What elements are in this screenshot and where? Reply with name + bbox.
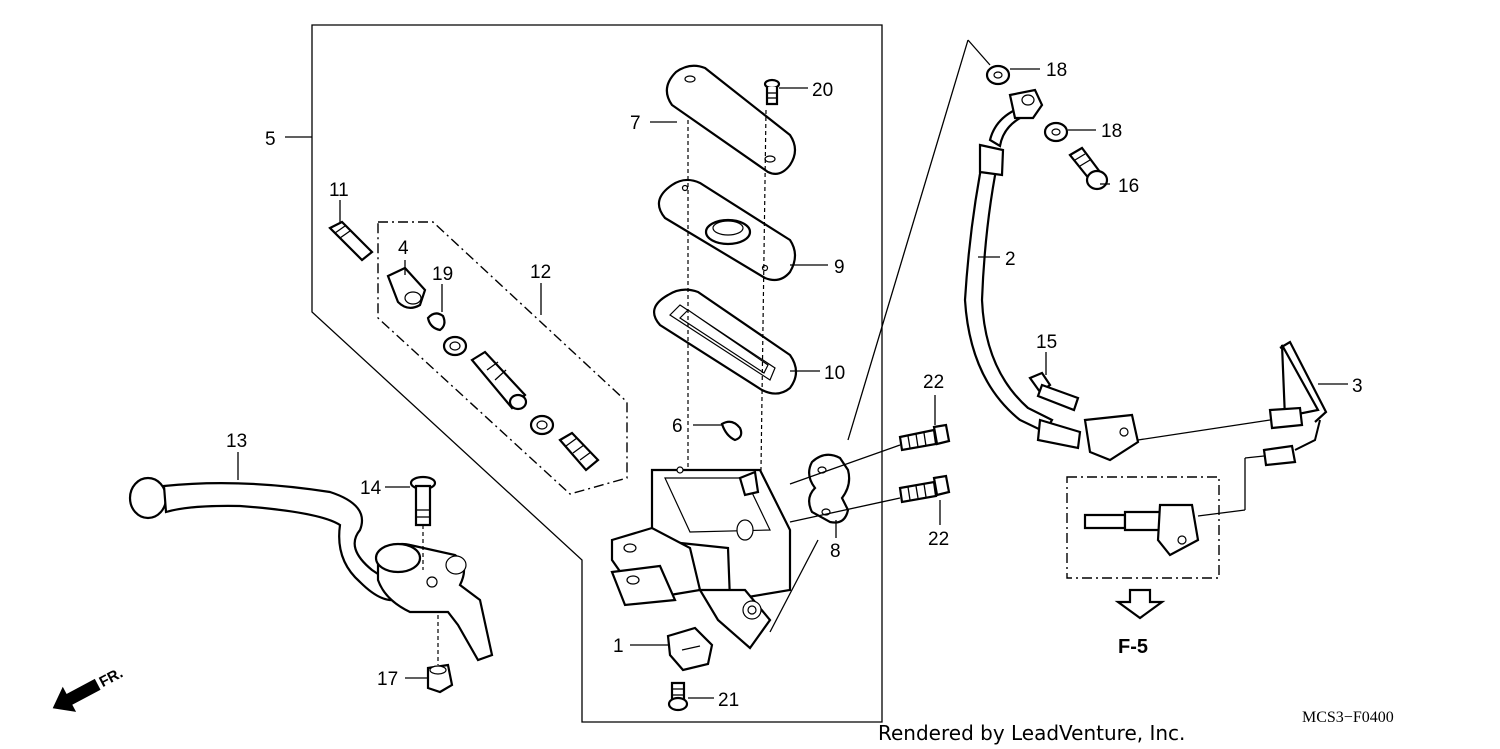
callout-16: 16 (1118, 176, 1139, 197)
front-direction-indicator: FR. (52, 665, 126, 712)
callout-1: 1 (613, 636, 624, 657)
leader-holder-bolt-lower (789, 497, 901, 523)
clip-6 (720, 420, 743, 442)
leader-holder-bolt-upper (789, 444, 901, 485)
callout-20: 20 (812, 80, 833, 101)
callout-6: 6 (672, 416, 683, 437)
reservoir-cover (665, 64, 797, 175)
screw-21 (667, 681, 689, 712)
callout-4: 4 (398, 238, 409, 259)
callout-22-upper: 22 (923, 372, 944, 393)
reference-label: F-5 (1118, 636, 1148, 658)
callout-3: 3 (1352, 376, 1363, 397)
guide-switch-to-holder (769, 539, 819, 633)
reference-inset-box (1066, 476, 1220, 579)
callout-22-lower: 22 (928, 529, 949, 550)
guide-line-right (759, 109, 767, 541)
assembly-outline (311, 24, 883, 723)
callout-9: 9 (834, 257, 845, 278)
brake-lever (128, 476, 494, 662)
leader-inset-c (1244, 455, 1265, 459)
washer-18-upper (985, 64, 1011, 86)
bolt-16 (1068, 146, 1109, 191)
piston-seal-2 (529, 414, 555, 436)
callout-11: 11 (329, 180, 349, 201)
nut-17 (426, 663, 454, 694)
callout-21: 21 (718, 690, 739, 711)
inset-hose-fitting (1083, 503, 1200, 557)
piston-kit-outline (377, 221, 628, 495)
master-cylinder-body (610, 466, 792, 650)
callout-7: 7 (630, 113, 641, 134)
callout-14: 14 (360, 478, 382, 499)
callout-8: 8 (830, 541, 841, 562)
callout-10: 10 (824, 363, 845, 384)
pivot-bolt-14 (409, 475, 437, 527)
brake-switch-1 (666, 626, 714, 672)
spring (558, 431, 600, 472)
callout-13: 13 (226, 431, 247, 452)
guide-hose-top (967, 39, 991, 66)
callout-5: 5 (265, 129, 276, 150)
diaphragm (652, 288, 798, 395)
bolt-15 (1028, 371, 1080, 412)
front-arrow-icon (52, 678, 101, 712)
guide-hose-to-cylinder (847, 39, 969, 441)
render-credit: Rendered by LeadVenture, Inc. (878, 721, 1185, 745)
diaphragm-plate (657, 178, 797, 282)
callout-18-upper: 18 (1046, 60, 1067, 81)
callout-19: 19 (432, 264, 453, 285)
callout-17: 17 (377, 669, 398, 690)
holder-8 (808, 453, 851, 524)
screw-20 (763, 78, 781, 106)
piston (470, 350, 528, 411)
reference-arrow-icon (1114, 588, 1166, 620)
diagram-code: MCS3−F0400 (1302, 709, 1394, 726)
callout-18-lower: 18 (1101, 121, 1122, 142)
brake-pipe (1262, 340, 1328, 467)
leader-pipe-joint (1137, 419, 1271, 441)
circlip-19 (426, 312, 446, 332)
push-rod-11 (328, 220, 374, 262)
boot-4 (386, 266, 427, 309)
callout-2: 2 (1005, 249, 1016, 270)
bolt-22-lower (898, 474, 951, 504)
piston-seal-1 (442, 335, 468, 357)
front-direction-label: FR. (96, 665, 125, 691)
callout-12: 12 (530, 262, 551, 283)
brake-hose (963, 88, 1140, 462)
leader-inset-a (1197, 509, 1246, 517)
washer-18-lower (1043, 121, 1069, 143)
callout-15: 15 (1036, 332, 1057, 353)
bolt-22-upper (898, 423, 951, 452)
callout-leaders (237, 68, 1348, 699)
